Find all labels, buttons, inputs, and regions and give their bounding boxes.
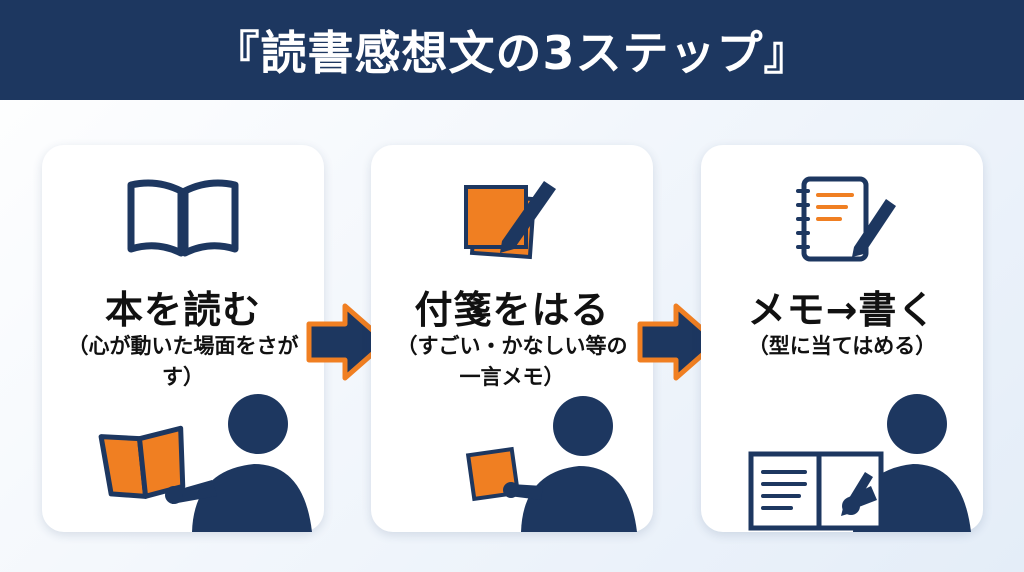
open-book-icon [127,179,239,257]
sticky-note-pen-icon [464,181,556,260]
step-title: 本を読む [104,288,261,332]
arrow-right-icon [306,303,389,381]
step-title: メモ→書く [747,288,937,332]
person-holding-note-icon [465,396,637,532]
step-card-2: 付箋をはる （すごい・かなしい等の一言メモ） [371,145,653,532]
page-title: 『読書感想文の3ステップ』 [213,26,811,80]
arrow-right-icon [637,303,720,381]
step-title: 付箋をはる [414,288,610,332]
person-reading-book-icon [98,394,312,532]
step-subtitle: （型に当てはめる） [747,334,937,358]
step-card-3: メモ→書く （型に当てはめる） [701,145,983,532]
notebook-pen-icon [796,176,896,262]
person-writing-notebook-icon [748,394,971,532]
step-subtitle: （心が動いた場面をさがす） [67,334,299,389]
step-subtitle: （すごい・かなしい等の一言メモ） [396,334,628,389]
step-card-1: 本を読む （心が動いた場面をさがす） [42,145,324,532]
title-banner: 『読書感想文の3ステップ』 [0,0,1024,100]
